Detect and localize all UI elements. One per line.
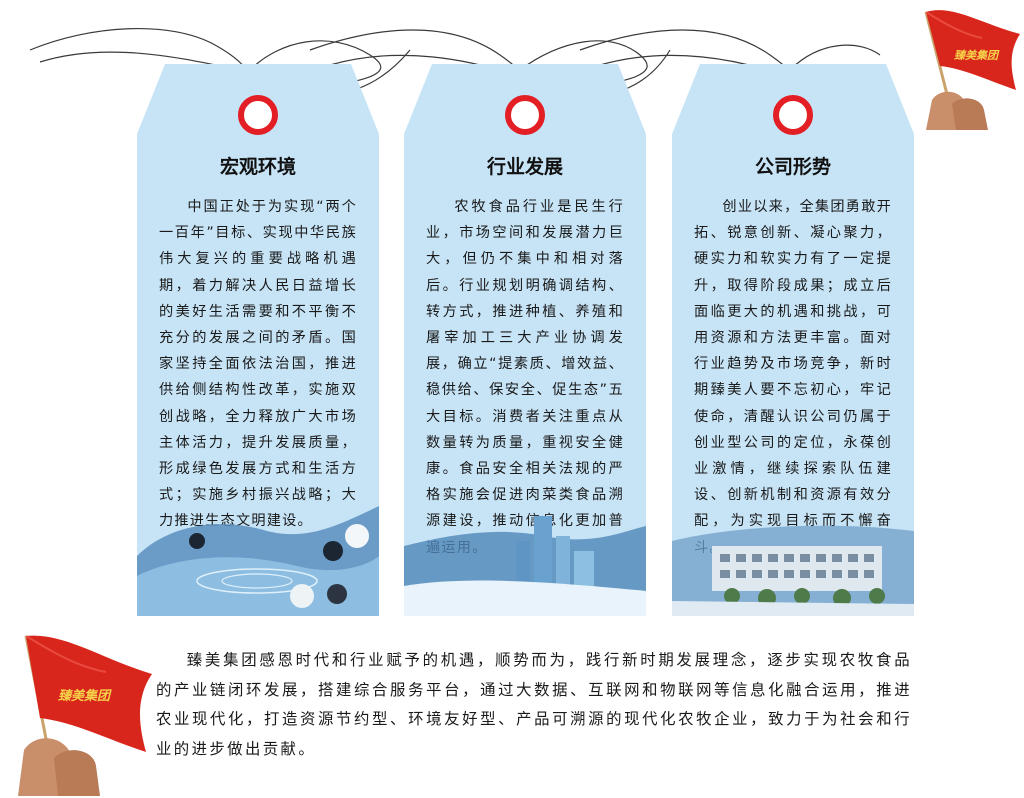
tag-card-company: 公司形势 创业以来，全集团勇敢开拓、锐意创新、凝心聚力，硬实力和软实力有了一定提… xyxy=(672,64,914,616)
red-flag-icon: 臻美集团 xyxy=(924,10,1020,130)
red-flag-icon: 臻美集团 xyxy=(18,635,152,796)
tag-card-macro: 宏观环境 中国正处于为实现“两个一百年”目标、实现中华民族伟大复兴的重要战略机遇… xyxy=(137,64,379,616)
company-building-image xyxy=(672,525,914,616)
tag-title: 行业发展 xyxy=(486,156,563,178)
tag-body-text: 农牧食品行业是民生行业，市场空间和发展潜力巨大，但仍不集中和相对落后。行业规划明… xyxy=(426,199,624,556)
city-skyline-image xyxy=(404,516,646,616)
tag-card-industry: 行业发展 农牧食品行业是民生行业，市场空间和发展潜力巨大，但仍不集中和相对落后。… xyxy=(404,64,646,616)
tag-title: 公司形势 xyxy=(754,156,831,178)
tag-body-text: 中国正处于为实现“两个一百年”目标、实现中华民族伟大复兴的重要战略机遇期，着力解… xyxy=(159,199,357,530)
tag-ring-icon xyxy=(505,95,545,135)
flag-label: 臻美集团 xyxy=(58,688,112,704)
tag-body-text: 创业以来，全集团勇敢开拓、锐意创新、凝心聚力，硬实力和软实力有了一定提升，取得阶… xyxy=(694,199,892,556)
go-board-image xyxy=(137,506,379,616)
tag-ring-icon xyxy=(773,95,813,135)
footer-paragraph: 臻美集团感恩时代和行业赋予的机遇，顺势而为，践行新时期发展理念，逐步实现农牧食品… xyxy=(156,651,912,758)
flag-label: 臻美集团 xyxy=(954,49,1000,62)
tag-title: 宏观环境 xyxy=(219,156,296,178)
tag-ring-icon xyxy=(238,95,278,135)
